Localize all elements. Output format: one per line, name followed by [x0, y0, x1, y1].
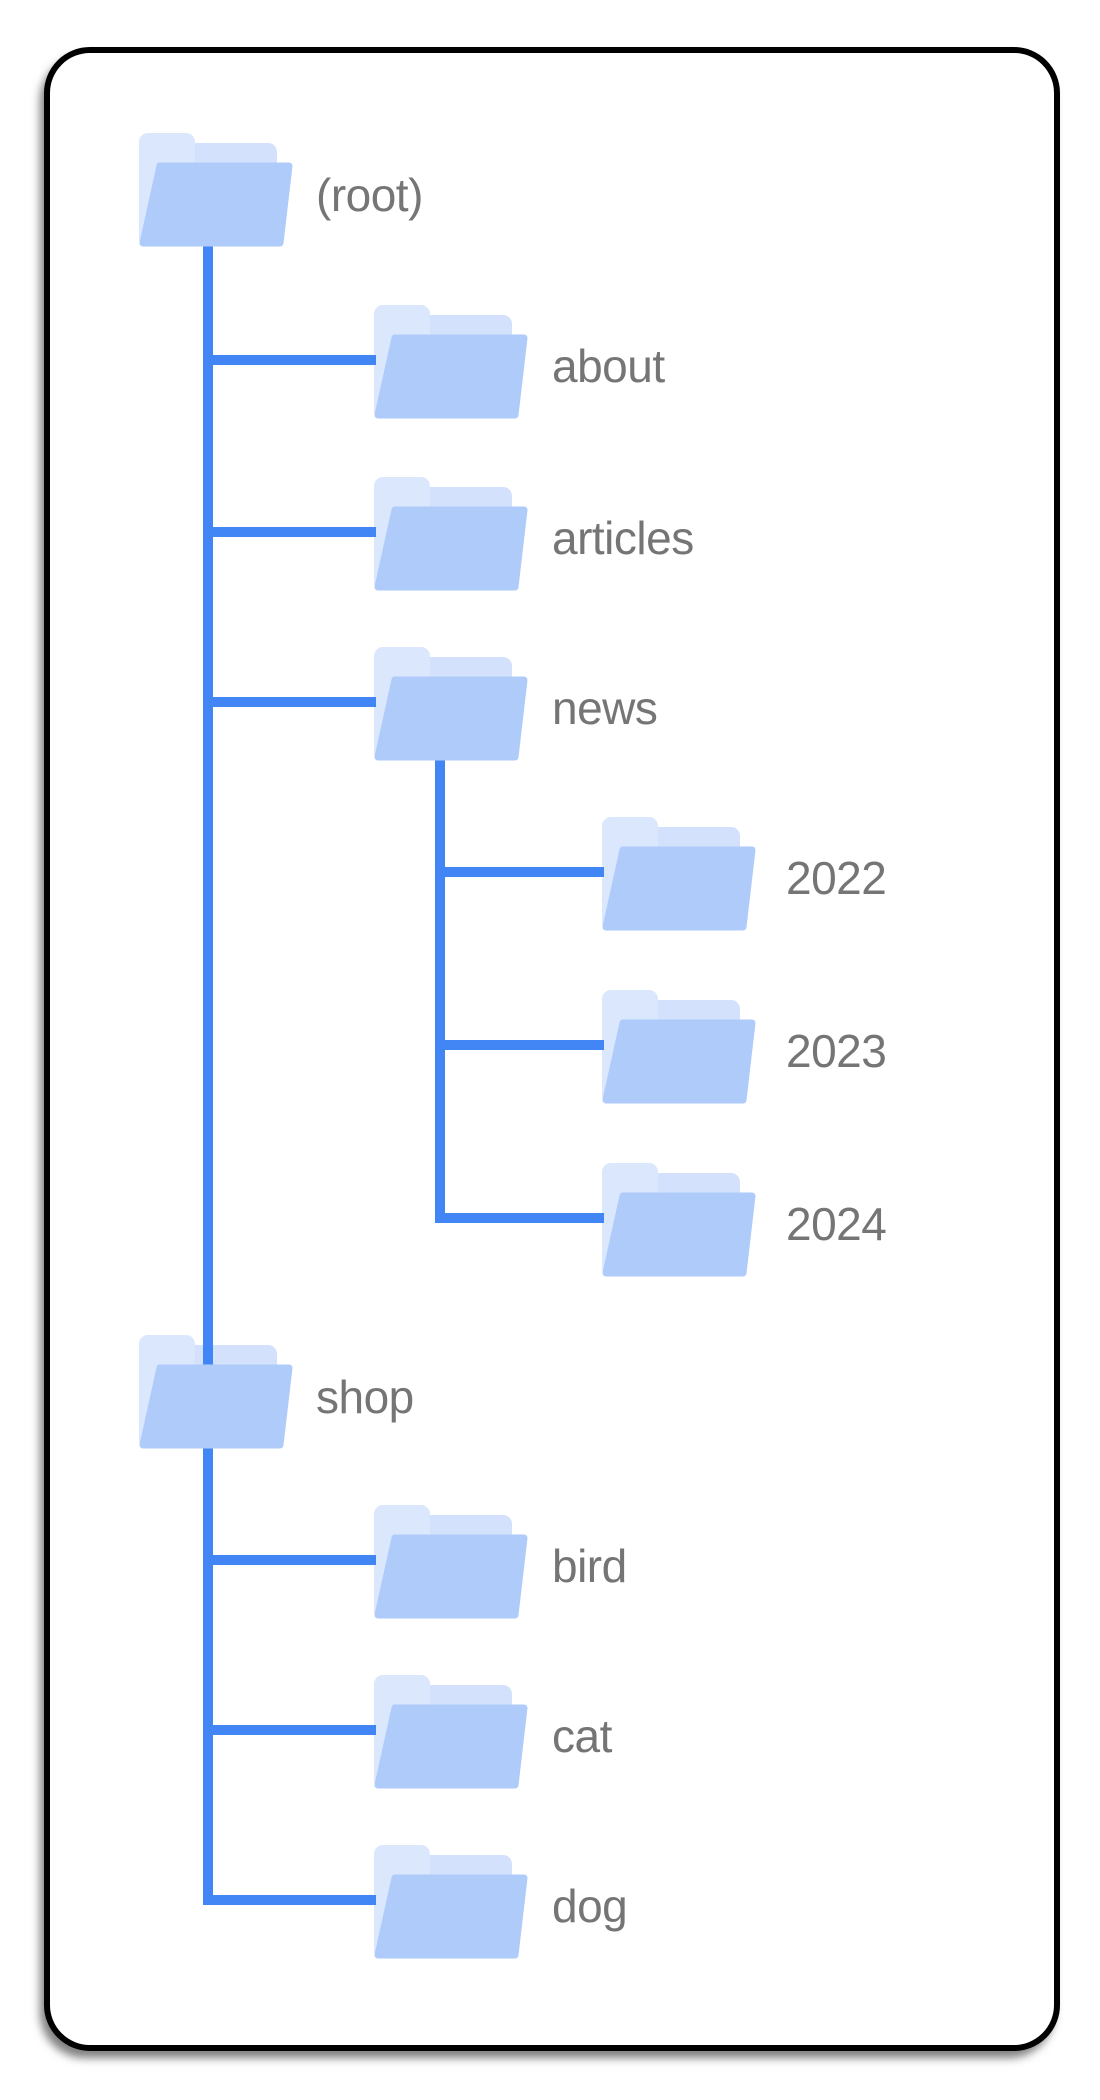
folder-front-2022 [606, 850, 752, 927]
connector-trunk-root [203, 205, 213, 1905]
folder-front-news [378, 680, 524, 757]
connector-branch-dog [203, 1895, 376, 1905]
folder-front-root [143, 166, 289, 243]
connector-branch-2024 [435, 1213, 604, 1223]
folder-label-dog: dog [552, 1880, 628, 1933]
folder-label-about: about [552, 340, 665, 393]
folder-front-articles [378, 510, 524, 587]
folder-front-about [378, 338, 524, 415]
connector-lines-layer [203, 205, 604, 1905]
folder-label-news: news [552, 682, 658, 735]
folder-label-shop: shop [316, 1371, 414, 1424]
connector-branch-2023 [435, 1040, 604, 1050]
connector-branch-about [203, 355, 376, 365]
connector-trunk-news [435, 700, 445, 1223]
folder-label-cat: cat [552, 1710, 612, 1763]
folder-label-articles: articles [552, 512, 694, 565]
folder-label-2023: 2023 [786, 1025, 887, 1078]
connector-branch-bird [203, 1555, 376, 1565]
folder-front-cat [378, 1708, 524, 1785]
folder-label-bird: bird [552, 1540, 627, 1593]
folder-label-root: (root) [316, 169, 423, 222]
folder-front-bird [378, 1538, 524, 1615]
folder-label-2022: 2022 [786, 852, 887, 905]
folder-front-dog [378, 1878, 524, 1955]
folder-front-shop [143, 1368, 289, 1445]
folder-front-2023 [606, 1023, 752, 1100]
connector-branch-news [203, 697, 376, 707]
connector-branch-2022 [435, 867, 604, 877]
folder-front-2024 [606, 1196, 752, 1273]
connector-branch-cat [203, 1725, 376, 1735]
connector-branch-articles [203, 527, 376, 537]
folder-label-2024: 2024 [786, 1198, 887, 1251]
